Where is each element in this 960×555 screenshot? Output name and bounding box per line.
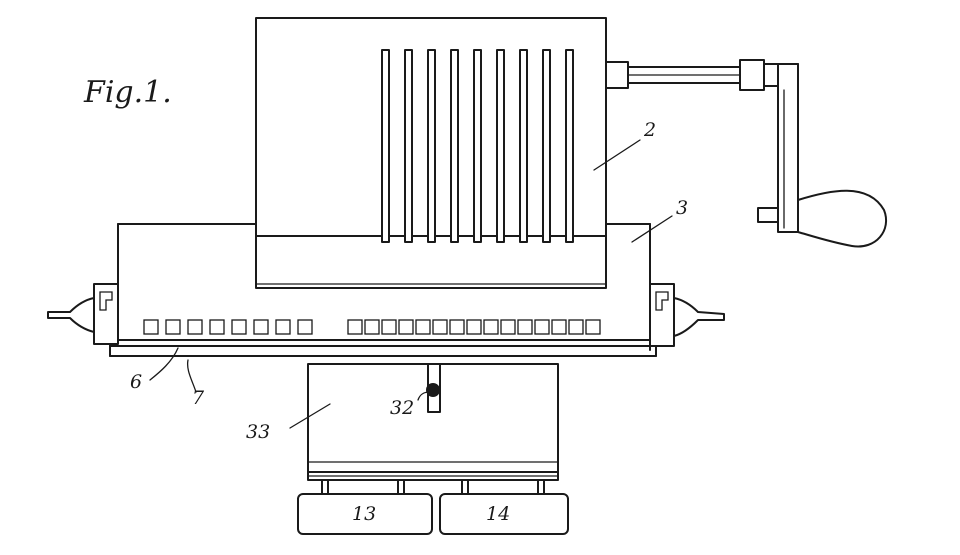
display-windows bbox=[143, 319, 601, 335]
lever-knob bbox=[426, 363, 441, 413]
label-33: 33 bbox=[246, 421, 270, 443]
figure-title: Fig.1. bbox=[83, 75, 172, 110]
label-13: 13 bbox=[352, 503, 376, 525]
label-2: 2 bbox=[643, 119, 656, 141]
label-32: 32 bbox=[390, 397, 414, 419]
crank-handle bbox=[605, 59, 887, 248]
support-feet bbox=[321, 479, 545, 497]
leader-lines bbox=[149, 139, 673, 429]
left-end-cap bbox=[47, 283, 119, 345]
box-14: 14 bbox=[439, 493, 569, 535]
box-13: 13 bbox=[297, 493, 433, 535]
label-7: 7 bbox=[192, 387, 205, 409]
right-end-cap bbox=[649, 283, 725, 347]
label-3: 3 bbox=[676, 197, 688, 219]
label-6: 6 bbox=[130, 371, 142, 393]
slot-row bbox=[381, 49, 574, 243]
label-14: 14 bbox=[486, 503, 510, 525]
